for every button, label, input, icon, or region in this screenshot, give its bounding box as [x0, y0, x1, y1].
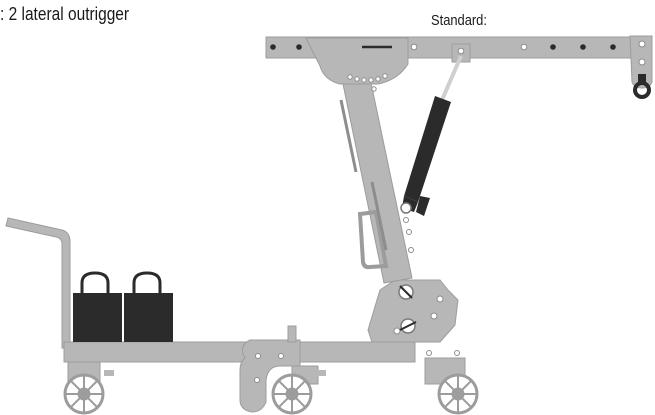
standard-caption: Standard:	[431, 12, 487, 29]
boom-head-plate	[305, 37, 409, 85]
counterweight-block-icon	[73, 271, 173, 342]
caster-wheel-icon	[63, 373, 479, 415]
brake-post	[287, 325, 297, 343]
base-rail	[63, 341, 416, 363]
boom-holes	[270, 44, 616, 50]
lateral-outrigger-caption: : 2 lateral outrigger	[0, 4, 130, 24]
push-handle-icon	[5, 217, 71, 349]
mast-side-bracket	[357, 209, 389, 270]
pivot-pins	[398, 284, 417, 334]
frame-holes	[254, 40, 646, 383]
lifting-hook-icon	[633, 74, 651, 99]
hydraulic-cylinder-icon	[400, 55, 463, 216]
mast-slot	[339, 99, 388, 251]
lateral-outrigger	[239, 339, 301, 413]
wheel-stops	[104, 370, 436, 376]
mast-pivot-plate	[367, 279, 459, 343]
mast	[342, 77, 413, 284]
